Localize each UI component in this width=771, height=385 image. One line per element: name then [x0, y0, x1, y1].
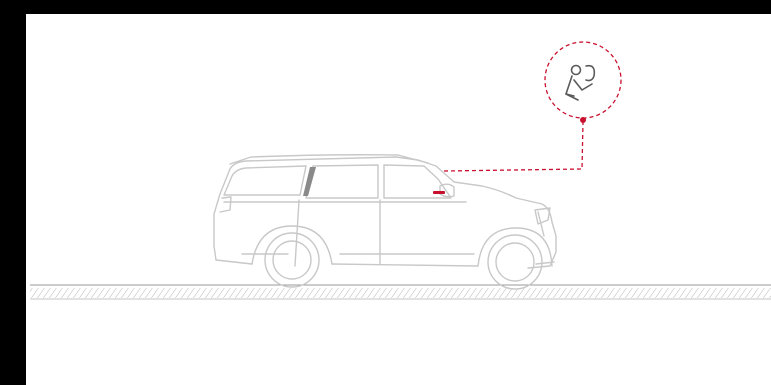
illustration-canvas	[26, 14, 771, 385]
car-outline-icon	[214, 155, 556, 289]
callout-bubble	[545, 42, 621, 118]
top-frame-bar	[0, 0, 771, 14]
airbag-diagram-svg	[26, 14, 771, 385]
ground-hatching	[30, 288, 771, 298]
callout-leader-line	[444, 122, 583, 171]
callout-circle	[545, 42, 621, 118]
left-frame-bar	[0, 0, 26, 385]
ground	[30, 285, 771, 299]
airbag-seat-person-icon	[566, 66, 594, 101]
airbag-location-marker	[433, 191, 445, 194]
